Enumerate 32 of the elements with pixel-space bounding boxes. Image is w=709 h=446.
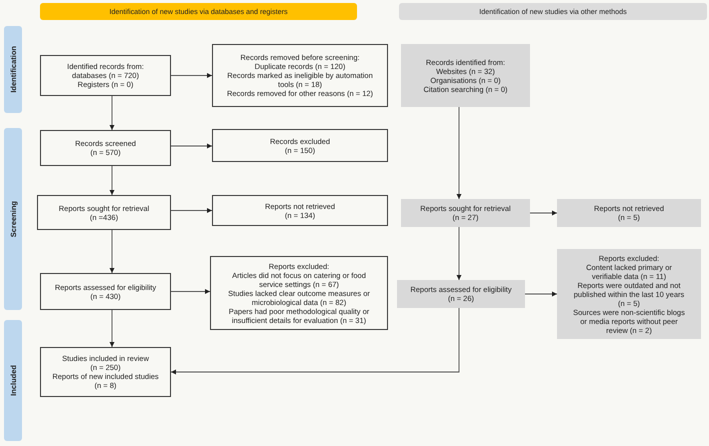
flow-arrow (170, 144, 212, 148)
flow-arrow (110, 166, 114, 196)
process-box (212, 129, 388, 162)
flow-arrow (456, 106, 462, 200)
phase-band (4, 26, 22, 113)
flow-arrow (170, 208, 212, 213)
process-box (401, 199, 530, 227)
flow-arrow (456, 226, 462, 280)
process-box (557, 249, 701, 339)
flow-arrow (530, 210, 558, 216)
process-box (557, 199, 701, 227)
process-box (210, 256, 388, 330)
flow-arrow (170, 308, 460, 374)
process-box (212, 44, 388, 107)
flow-arrow (170, 289, 210, 294)
flow-arrow (524, 292, 558, 296)
flow-arrow (170, 73, 212, 78)
flow-arrow (110, 310, 114, 348)
flow-arrow (110, 230, 114, 274)
process-box (40, 130, 171, 166)
section-header (40, 3, 357, 20)
process-box (40, 55, 171, 96)
section-header (399, 3, 707, 20)
process-box (37, 195, 171, 230)
process-box (212, 195, 388, 226)
process-box (40, 347, 171, 397)
process-box (397, 280, 525, 308)
flow-arrow (110, 96, 114, 130)
process-box (401, 44, 530, 107)
phase-band (4, 320, 22, 441)
phase-band (4, 128, 22, 310)
process-box (40, 273, 171, 310)
